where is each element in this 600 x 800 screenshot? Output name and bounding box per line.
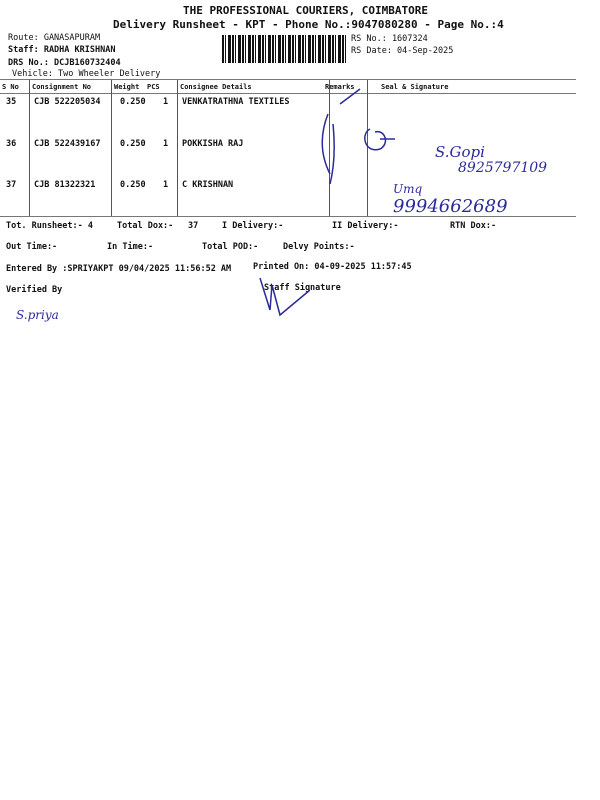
staff-signature-label: Staff Signature [264,283,341,293]
weight: 0.250 [120,139,146,149]
i-delivery: I Delivery:- [222,221,284,231]
consignment-no: CJB 522205034 [34,97,101,107]
col-sno: S No [2,83,19,91]
handwritten-signature-name: S.Gopi [435,143,485,161]
printed-on: Printed On: 04-09-2025 11:57:45 [253,262,412,272]
in-time: In Time:- [107,242,154,252]
handwritten-label: Umq [393,182,423,196]
handwritten-remarks-marks [321,88,395,184]
verifier-signature: S.priya [16,308,59,322]
total-dox-label: Total Dox:- [117,221,174,231]
pcs: 1 [163,97,169,107]
total-dox-value: 37 [188,221,199,231]
entered-by: Entered By :SPRIYAKPT 09/04/2025 11:56:5… [6,264,232,274]
vehicle: Vehicle: Two Wheeler Delivery [12,69,161,79]
tot-runsheet: Tot. Runsheet:- 4 [6,221,93,231]
drs-no: DRS No.: DCJB160732404 [8,58,121,68]
total-pod: Total POD:- [202,242,259,252]
route: Route: GANASAPURAM [8,33,101,43]
consignment-no: CJB 81322321 [34,180,96,190]
col-seal: Seal & Signature [381,83,449,91]
weight: 0.250 [120,97,146,107]
rs-date: RS Date: 04-Sep-2025 [351,46,454,56]
runsheet-subtitle: Delivery Runsheet - KPT - Phone No.:9047… [113,18,504,31]
consignment-no: CJB 522439167 [34,139,101,149]
staff: Staff: RADHA KRISHNAN [8,45,116,55]
rs-no: RS No.: 1607324 [351,34,428,44]
rtn-dox: RTN Dox:- [450,221,497,231]
delvy-points: Delvy Points:- [283,242,355,252]
pcs: 1 [163,180,169,190]
col-pcs: PCS [147,83,160,91]
barcode [222,35,347,63]
col-consignment: Consignment No [32,83,92,91]
col-weight: Weight [114,83,140,91]
weight: 0.250 [120,180,146,190]
col-remarks: Remarks [325,83,355,91]
verified-by: Verified By [6,285,63,295]
out-time: Out Time:- [6,242,58,252]
handwritten-phone-2: 9994662689 [393,196,508,217]
consignee: VENKATRATHNA TEXTILES [182,97,290,107]
ii-delivery: II Delivery:- [332,221,399,231]
sno: 35 [6,97,17,107]
consignee: C KRISHNAN [182,180,234,190]
company-title: THE PROFESSIONAL COURIERS, COIMBATORE [183,4,429,17]
pcs: 1 [163,139,169,149]
col-consignee: Consignee Details [180,83,252,91]
consignee: POKKISHA RAJ [182,139,244,149]
staff-signature-mark [259,277,310,317]
sno: 37 [6,180,17,190]
sno: 36 [6,139,17,149]
handwritten-phone: 8925797109 [458,160,548,176]
